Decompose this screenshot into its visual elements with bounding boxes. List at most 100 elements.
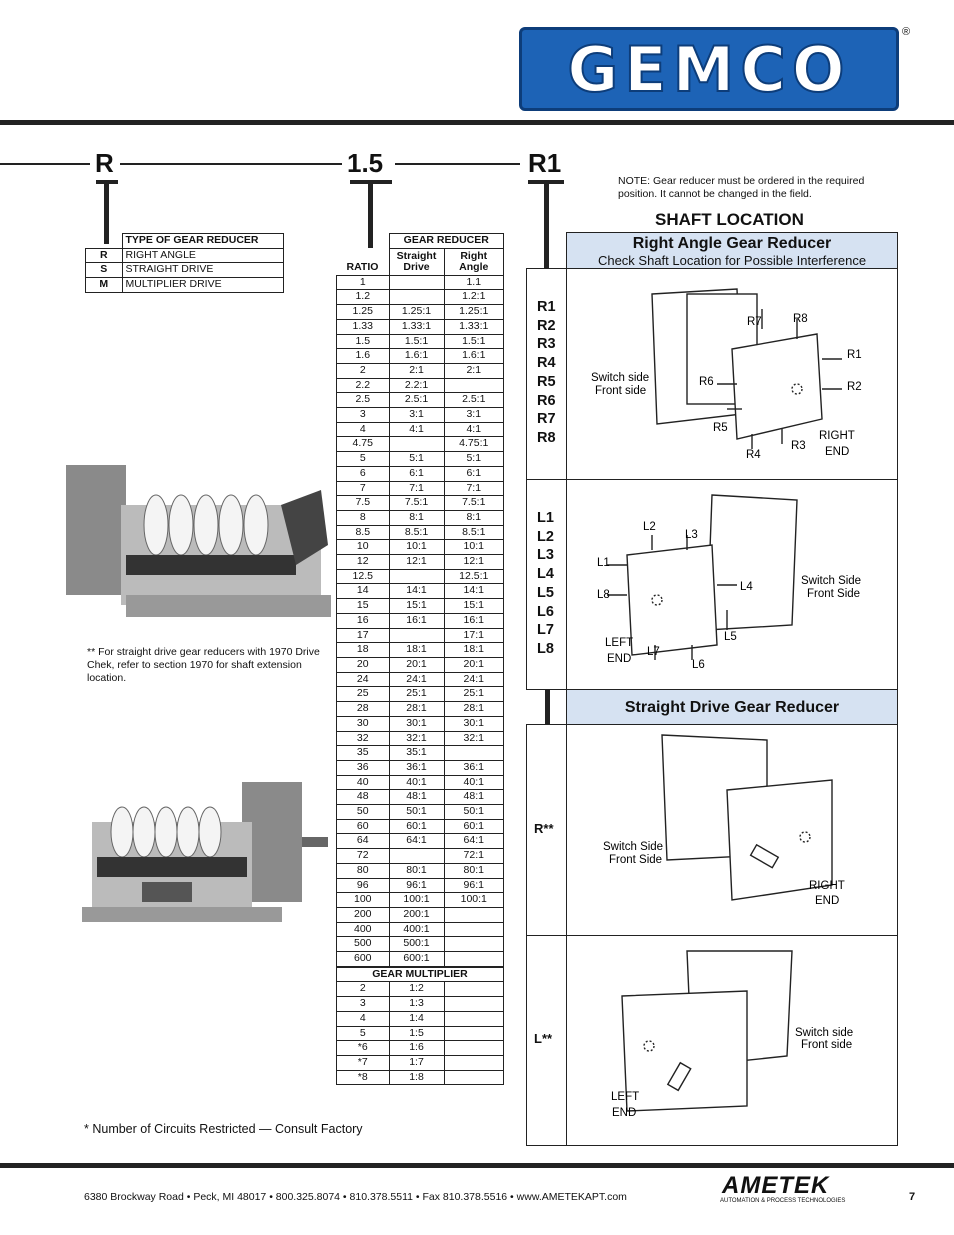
registered-mark: ®	[902, 26, 911, 38]
stem	[368, 180, 373, 248]
stem	[104, 180, 109, 244]
straight-r-code: R**	[534, 821, 554, 836]
svg-text:R6: R6	[699, 376, 714, 388]
right-angle-l-drawing: L2 L3 L1 L4 L8 L5 L7 L6 Switch Side Fron…	[597, 494, 861, 671]
footer-rule	[0, 1163, 954, 1168]
straight-right-drawing: Switch Side Front Side RIGHT END	[603, 734, 845, 907]
svg-text:R8: R8	[793, 313, 808, 325]
straight-l-code: L**	[534, 1031, 553, 1046]
svg-text:LEFT: LEFT	[605, 637, 633, 649]
svg-text:Switch side: Switch side	[591, 372, 649, 384]
svg-text:L6: L6	[692, 659, 705, 671]
gemco-logo: GEMCO	[519, 27, 899, 111]
shaft-title: SHAFT LOCATION	[655, 210, 804, 229]
svg-text:R2: R2	[847, 381, 862, 393]
svg-text:R1: R1	[847, 349, 862, 361]
stem	[545, 690, 550, 724]
shaft-note: NOTE: Gear reducer must be ordered in th…	[618, 175, 865, 200]
right-angle-r-drawing: Switch side Front side R7 R8 R1 R2 R6 R5…	[591, 288, 862, 461]
straight-drive-note: ** For straight drive gear reducers with…	[87, 646, 320, 684]
svg-text:RIGHT: RIGHT	[819, 430, 855, 442]
code-shaft: R1	[528, 148, 562, 178]
right-angle-photo	[66, 465, 331, 617]
footer-address: 6380 Brockway Road • Peck, MI 48017 • 80…	[84, 1191, 627, 1203]
svg-text:R4: R4	[746, 449, 761, 461]
svg-text:R7: R7	[747, 316, 762, 328]
straight-left-drawing: Switch side Front side LEFT END	[611, 950, 853, 1119]
code-line	[120, 163, 342, 165]
svg-text:Switch Side: Switch Side	[801, 575, 861, 587]
ametek-sub: AUTOMATION & PROCESS TECHNOLOGIES	[720, 1198, 846, 1204]
code-line	[395, 163, 520, 165]
svg-text:RIGHT: RIGHT	[809, 880, 845, 892]
ratio-table: RATIO GEAR REDUCER Straight Drive Right …	[336, 233, 504, 1086]
svg-text:END: END	[825, 446, 849, 458]
svg-text:Switch side: Switch side	[795, 1027, 853, 1039]
straight-header: Straight Drive Gear Reducer	[566, 689, 898, 725]
svg-text:Front Side: Front Side	[609, 854, 662, 866]
svg-text:R3: R3	[791, 440, 806, 452]
svg-text:END: END	[815, 895, 839, 907]
svg-text:END: END	[607, 653, 631, 665]
svg-text:R5: R5	[713, 422, 728, 434]
code-ratio: 1.5	[347, 148, 384, 178]
svg-text:Switch Side: Switch Side	[603, 841, 663, 853]
svg-text:Front Side: Front Side	[807, 588, 860, 600]
svg-text:L4: L4	[740, 581, 753, 593]
code-line	[0, 163, 90, 165]
right-angle-header: Right Angle Gear Reducer Check Shaft Loc…	[566, 232, 898, 269]
header-rule	[0, 120, 954, 125]
svg-text:L5: L5	[724, 631, 737, 643]
